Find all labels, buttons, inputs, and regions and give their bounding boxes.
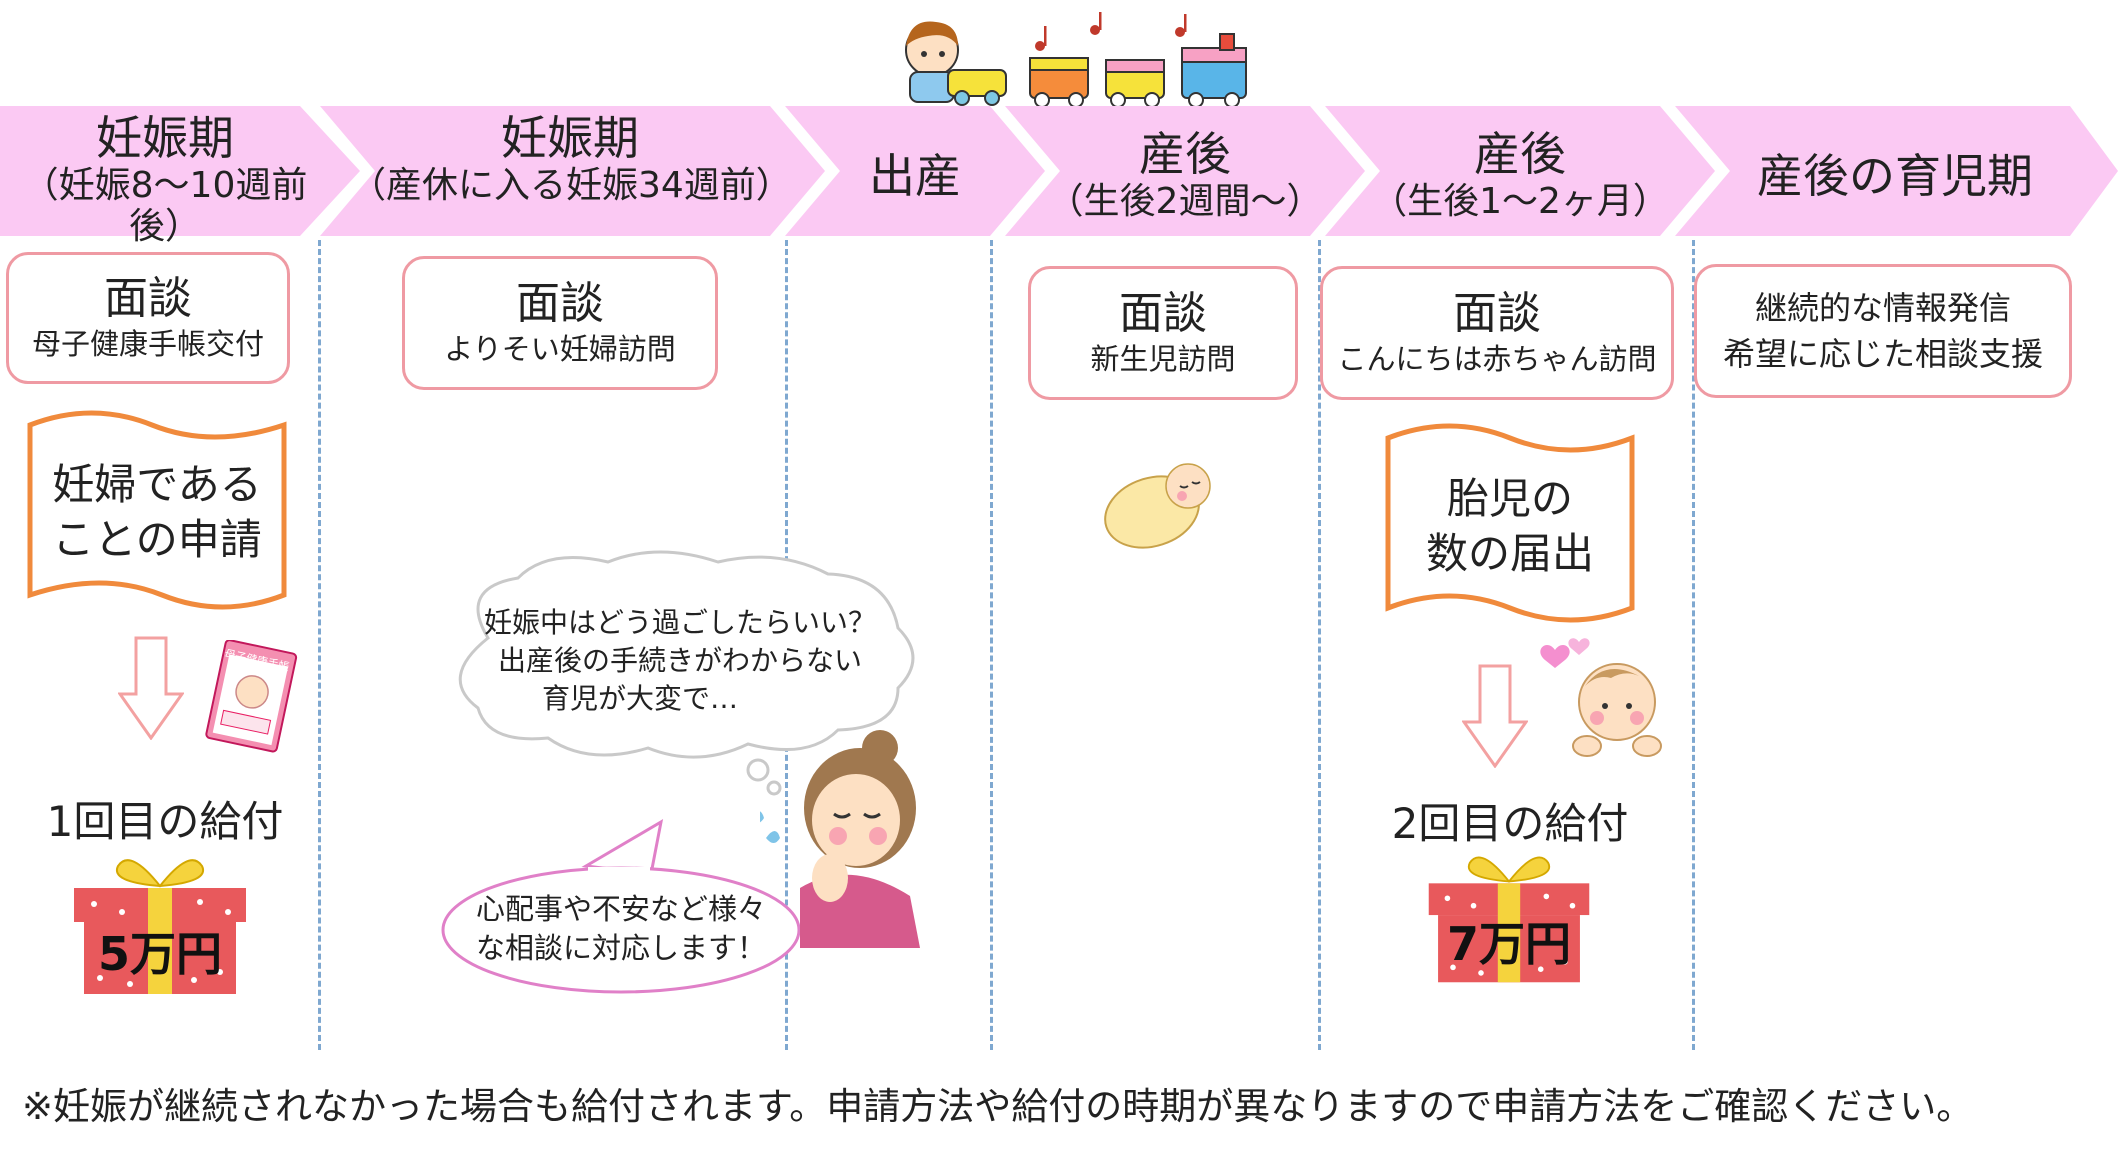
thought-bubble-text: 妊娠中はどう過ごしたらいい？ 出産後の手続きがわからない 育児が大変で… <box>465 604 895 717</box>
interview-subtitle: 母子健康手帳交付 <box>31 326 264 361</box>
interview-title: 面談 <box>1119 287 1207 339</box>
application-scroll <box>27 410 287 610</box>
phase-4-subtitle: （生後2週間～） <box>1047 180 1323 222</box>
phase-5-subtitle: （生後1～2ヶ月） <box>1371 180 1669 222</box>
toy-train-icon <box>1029 33 1247 108</box>
phase-title-5: 産後 （生後1～2ヶ月） <box>1355 128 1685 222</box>
phase-arrow-2 <box>320 106 825 236</box>
interview-subtitle: 新生児訪問 <box>1090 341 1236 376</box>
phase-title-2: 妊娠期 （産休に入る妊娠34週前） <box>350 111 792 206</box>
child-playing-illustration <box>905 12 1247 108</box>
interview-box-handbook: 面談 母子健康手帳交付 <box>6 252 290 384</box>
speech-line-2: な相談に対応します！ <box>475 931 766 966</box>
fetus-count-scroll <box>1385 423 1635 623</box>
phase-5-title: 産後 <box>1474 127 1566 181</box>
interview-title: 面談 <box>1453 287 1541 339</box>
phase-arrow-1 <box>0 106 360 236</box>
phase-2-subtitle: （産休に入る妊娠34週前） <box>350 164 792 206</box>
phase-4-title: 産後 <box>1139 127 1231 181</box>
handbook-icon <box>205 640 298 753</box>
interview-box-hello-baby-visit: 面談 こんにちは赤ちゃん訪問 <box>1320 266 1674 400</box>
phase-1-title: 妊娠期 <box>96 111 234 165</box>
scroll-line-1: 妊婦である <box>52 460 262 509</box>
interview-title: 面談 <box>104 272 192 324</box>
interview-title: 面談 <box>516 277 604 329</box>
second-payment-amount: 7万円 <box>1446 917 1571 971</box>
thought-line-2: 出産後の手続きがわからない <box>497 643 862 677</box>
scroll-line-2: ことの申請 <box>52 514 262 564</box>
footnote: ※妊娠が継続されなかった場合も給付されます。申請方法や給付の時期が異なりますので… <box>22 1085 1974 1128</box>
phase-arrow-6 <box>1675 106 2118 236</box>
speech-bubble-text: 心配事や不安など様々 な相談に対応します！ <box>456 890 786 968</box>
speech-line-1: 心配事や不安など様々 <box>475 892 766 926</box>
thought-line-3: 育児が大変で… <box>541 681 738 715</box>
phase-title-4: 産後 （生後2週間～） <box>1035 128 1335 222</box>
column-separator <box>1692 240 1695 1050</box>
phase-arrow-4 <box>1005 106 1365 236</box>
thought-line-1: 妊娠中はどう過ごしたらいい？ <box>483 606 876 639</box>
swaddled-baby-icon <box>1104 463 1211 549</box>
support-box: 継続的な情報発信 希望に応じた相談支援 <box>1694 264 2072 398</box>
second-payment-label: 2回目の給付 <box>1391 799 1629 848</box>
scroll-line-1: 胎児の <box>1446 474 1573 523</box>
baby-with-hearts-icon <box>1540 638 1662 757</box>
phase-arrow-3 <box>785 106 1045 236</box>
timeline-banner <box>0 106 2118 236</box>
gift-box-icon <box>1428 856 1590 983</box>
interview-box-pregnancy-visit: 面談 よりそい妊婦訪問 <box>402 256 718 390</box>
thought-bubble <box>458 550 915 796</box>
phase-1-subtitle: （妊娠8～10週前後） <box>22 164 308 248</box>
toy-car-icon <box>947 69 1007 106</box>
phase-6-title: 産後の育児期 <box>1757 149 2033 203</box>
column-separator <box>1318 240 1321 1050</box>
down-arrow-icon <box>118 636 184 740</box>
scroll-line-2: 数の届出 <box>1425 528 1594 578</box>
fetus-count-scroll-text: 胎児の 数の届出 <box>1380 472 1640 581</box>
application-scroll-text: 妊婦である ことの申請 <box>22 458 292 567</box>
phase-2-title: 妊娠期 <box>501 111 639 165</box>
interview-subtitle: こんにちは赤ちゃん訪問 <box>1337 341 1657 376</box>
interview-subtitle: よりそい妊婦訪問 <box>444 331 676 366</box>
down-arrow-icon <box>1462 664 1528 768</box>
phase-title-6: 産後の育児期 <box>1705 150 2085 203</box>
worried-mother-icon <box>760 730 920 948</box>
speech-bubble <box>441 819 801 994</box>
support-line-1: 継続的な情報発信 <box>1754 288 2011 327</box>
phase-title-3: 出産 <box>820 150 1010 203</box>
support-line-2: 希望に応じた相談支援 <box>1722 335 2043 373</box>
music-notes-icon <box>1035 12 1187 51</box>
phase-3-title: 出産 <box>869 149 961 203</box>
phase-arrow-5 <box>1325 106 1715 236</box>
column-separator <box>318 240 321 1050</box>
first-payment-label: 1回目の給付 <box>46 797 284 846</box>
phase-title-1: 妊娠期 （妊娠8～10週前後） <box>0 112 330 248</box>
gift-box-icon <box>74 859 246 994</box>
child-icon <box>905 21 959 103</box>
first-payment-amount: 5万円 <box>97 927 222 981</box>
interview-box-newborn-visit: 面談 新生児訪問 <box>1028 266 1298 400</box>
column-separator <box>990 240 993 1050</box>
